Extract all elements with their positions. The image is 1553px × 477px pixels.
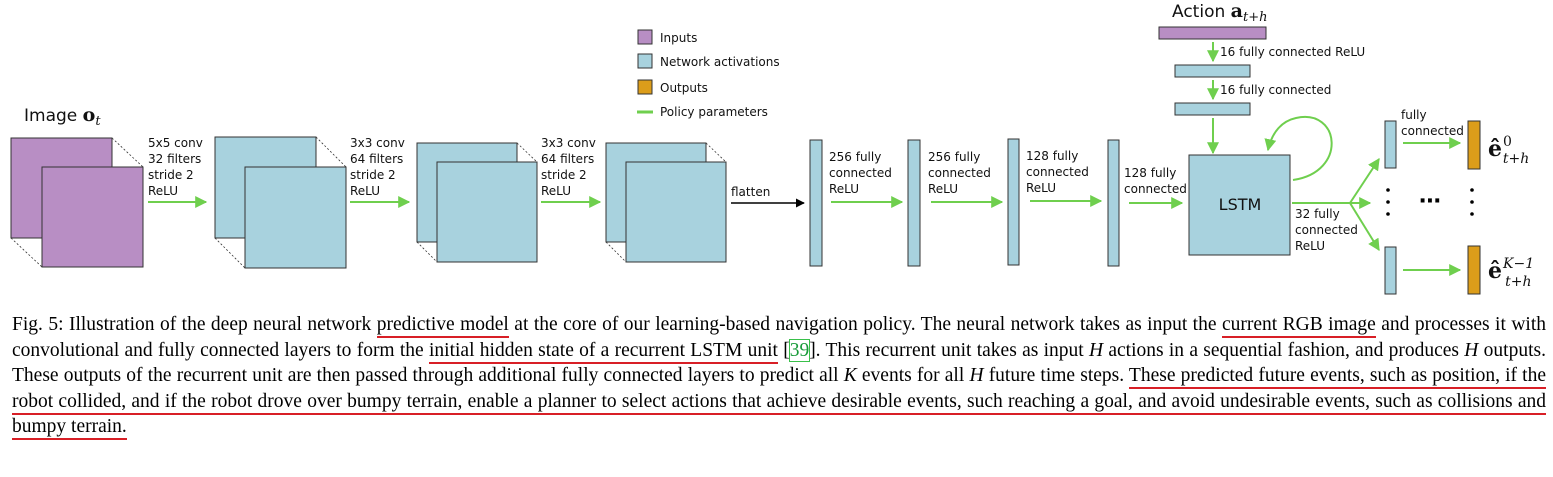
svg-text:128 fully: 128 fully (1124, 166, 1176, 180)
legend-outputs-label: Outputs (660, 81, 708, 95)
legend-activations-swatch (637, 53, 653, 69)
action-fc1-label: 16 fully connected ReLU (1220, 45, 1365, 59)
svg-text:connected: connected (829, 166, 892, 180)
conv1-label: 5x5 conv 32 filters stride 2 ReLU (148, 136, 203, 198)
legend-policy-label: Policy parameters (660, 105, 768, 119)
svg-text:256 fully: 256 fully (928, 150, 980, 164)
svg-text:ReLU: ReLU (928, 182, 958, 196)
output-bar-bot (1467, 245, 1481, 295)
legend-inputs-label: Inputs (660, 31, 697, 45)
fc-bar-2 (907, 139, 921, 267)
legend: Inputs Network activations Outputs Polic… (637, 29, 780, 119)
highlight-initial-hidden-state: initial hidden state of a recurrent LSTM… (429, 339, 778, 364)
svg-text:3x3 conv: 3x3 conv (350, 136, 405, 150)
action-fc-bar-2 (1174, 102, 1251, 116)
highlight-predicted-events: These predicted future events, such as p… (12, 365, 1547, 440)
svg-text:3x3 conv: 3x3 conv (541, 136, 596, 150)
fc3-label: 128 fully connected ReLU (1026, 149, 1089, 195)
lstm-label: LSTM (1219, 195, 1262, 214)
fc2-label: 256 fully connected ReLU (928, 150, 991, 196)
highlight-current-rgb-image: current RGB image (1221, 314, 1376, 338)
ellipsis-horizontal: ⋯ (1419, 189, 1441, 214)
svg-text:ReLU: ReLU (829, 182, 859, 196)
image-label: Image ot (24, 104, 101, 129)
conv2-label: 3x3 conv 64 filters stride 2 ReLU (350, 136, 405, 198)
activation-volume-2 (416, 142, 538, 263)
ellipsis-vertical-2 (1470, 188, 1474, 216)
svg-text:64 filters: 64 filters (350, 152, 403, 166)
input-image-volume (10, 137, 144, 268)
network-diagram: Inputs Network activations Outputs Polic… (10, 0, 1534, 295)
svg-text:ReLU: ReLU (350, 184, 380, 198)
fc1-label: 256 fully connected ReLU (829, 150, 892, 196)
svg-text:32 fully: 32 fully (1295, 207, 1340, 221)
action-fc-bar-1 (1174, 64, 1251, 78)
activation-volume-1 (214, 136, 347, 269)
fc4-label: 128 fully connected (1124, 166, 1187, 196)
figure-caption: Fig. 5: Illustration of the deep neural … (12, 312, 1547, 440)
conv3-label: 3x3 conv 64 filters stride 2 ReLU (541, 136, 596, 198)
out-fc-label: fully connected (1401, 108, 1464, 138)
activation-volume-3 (605, 142, 727, 263)
svg-text:ReLU: ReLU (148, 184, 178, 198)
fc-bar-3 (1007, 138, 1020, 266)
citation-link[interactable]: 39 (788, 338, 811, 362)
out-fc-bar-top (1384, 120, 1397, 169)
fc-bar-1 (809, 139, 823, 267)
svg-text:connected: connected (1026, 165, 1089, 179)
svg-text:32 filters: 32 filters (148, 152, 201, 166)
svg-text:connected: connected (1295, 223, 1358, 237)
highlight-predictive-model: predictive model (376, 314, 509, 338)
out-fc-bar-bot (1384, 246, 1397, 295)
svg-text:stride 2: stride 2 (350, 168, 396, 182)
action-label: Action at+h (1172, 0, 1267, 25)
svg-text:stride 2: stride 2 (148, 168, 194, 182)
legend-inputs-swatch (637, 29, 653, 45)
svg-text:fully: fully (1401, 108, 1427, 122)
svg-text:connected: connected (928, 166, 991, 180)
svg-text:connected: connected (1124, 182, 1187, 196)
action-fc2-label: 16 fully connected (1220, 83, 1331, 97)
post-lstm-label: 32 fully connected ReLU (1295, 207, 1358, 253)
svg-text:5x5 conv: 5x5 conv (148, 136, 203, 150)
svg-text:ReLU: ReLU (541, 184, 571, 198)
fc-bar-4 (1107, 139, 1120, 267)
ellipsis-vertical-1 (1386, 188, 1390, 216)
svg-text:128 fully: 128 fully (1026, 149, 1078, 163)
svg-text:256 fully: 256 fully (829, 150, 881, 164)
branch-bot-arrow (1349, 202, 1380, 252)
svg-text:ReLU: ReLU (1295, 239, 1325, 253)
legend-activations-label: Network activations (660, 55, 780, 69)
svg-text:stride 2: stride 2 (541, 168, 587, 182)
legend-outputs-swatch (637, 79, 653, 95)
svg-text:connected: connected (1401, 124, 1464, 138)
svg-text:64 filters: 64 filters (541, 152, 594, 166)
svg-text:ReLU: ReLU (1026, 181, 1056, 195)
branch-top-arrow (1349, 157, 1380, 204)
output-bar-top (1467, 120, 1481, 170)
lstm-box (1188, 154, 1291, 256)
action-input-bar (1158, 26, 1267, 40)
lstm-recurrent-arrow (1264, 115, 1333, 181)
flatten-label: flatten (731, 185, 770, 199)
